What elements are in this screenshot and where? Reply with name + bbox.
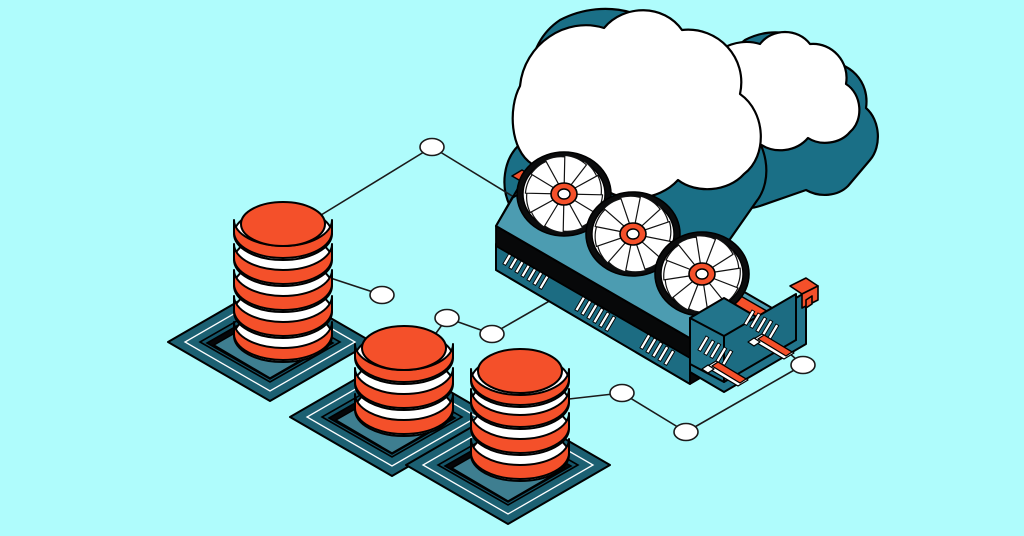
database-discs-3 [470,348,570,482]
connection-nodes [369,137,816,442]
node-lower-right[interactable] [790,355,816,375]
database-discs-2 [354,325,454,437]
database-stack-3[interactable] [405,348,611,525]
database-stack-2[interactable] [289,325,495,477]
link-db1-to-top-node [307,146,433,224]
gpu-fan-1 [516,151,612,237]
gpu-vent-group-bracket-b [743,309,780,341]
node-mid-left[interactable] [369,285,395,305]
gpu-vent-group-bracket-a [697,335,734,367]
node-top[interactable] [419,137,445,157]
gpu-fan-2 [585,191,681,277]
database-discs-1 [233,201,333,363]
node-mid-center[interactable] [434,308,460,328]
node-lower-left[interactable] [609,383,635,403]
gpu-card[interactable] [495,148,819,393]
node-lower-center[interactable] [673,422,699,442]
gpu-display-port-2[interactable] [747,333,795,360]
gpu-io-bracket [689,291,807,393]
gpu-power-connector [789,277,819,309]
link-node-lower-left-to-node-lower-center [621,392,687,433]
database-stack-1[interactable] [167,201,373,402]
gpu-display-port-1[interactable] [701,360,749,387]
link-node-lower-center-to-node-lower-right [685,364,804,433]
node-mid-right[interactable] [479,324,505,344]
